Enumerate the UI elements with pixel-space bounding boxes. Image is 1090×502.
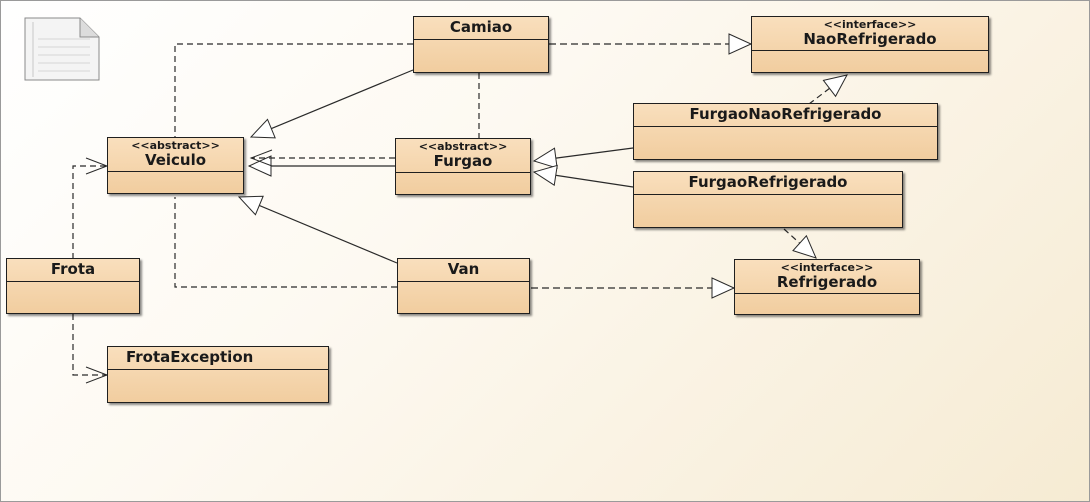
- class-furgaonaorefrigerado-header: FurgaoNaoRefrigerado: [634, 104, 937, 127]
- stereotype-label: <<abstract>>: [131, 139, 220, 152]
- stereotype-label: <<abstract>>: [418, 140, 508, 153]
- class-naorefrigerado[interactable]: <<interface>> NaoRefrigerado: [751, 16, 989, 73]
- class-furgaorefrigerado-name: FurgaoRefrigerado: [688, 173, 848, 191]
- class-frota[interactable]: Frota: [6, 258, 140, 314]
- class-furgaorefrigerado[interactable]: FurgaoRefrigerado: [633, 171, 903, 228]
- class-furgao[interactable]: <<abstract>> Furgao: [395, 138, 531, 195]
- class-veiculo-header: <<abstract>> Veiculo: [108, 138, 243, 172]
- class-frotaexception[interactable]: FrotaException: [107, 346, 329, 403]
- class-refrigerado-name: Refrigerado: [776, 273, 878, 291]
- realization-fr-refrigerado: [783, 228, 817, 259]
- class-van[interactable]: Van: [397, 258, 530, 314]
- class-camiao[interactable]: Camiao: [413, 16, 549, 73]
- generalization-fr-furgao: [532, 164, 634, 188]
- class-refrigerado-header: <<interface>> Refrigerado: [735, 260, 919, 294]
- class-furgaonaorefrigerado-name: FurgaoNaoRefrigerado: [689, 105, 882, 123]
- class-frotaexception-name: FrotaException: [126, 348, 254, 366]
- class-furgaorefrigerado-header: FurgaoRefrigerado: [634, 172, 902, 195]
- class-furgaonaorefrigerado[interactable]: FurgaoNaoRefrigerado: [633, 103, 938, 160]
- generalization-camiao-veiculo: [249, 69, 414, 139]
- stereotype-label: <<interface>>: [823, 18, 917, 31]
- document-icon: [24, 17, 100, 81]
- generalization-fnr-furgao: [532, 147, 634, 169]
- class-van-header: Van: [398, 259, 529, 282]
- class-furgao-header: <<abstract>> Furgao: [396, 139, 530, 173]
- class-camiao-header: Camiao: [414, 17, 548, 40]
- dependency-frota-frotaexception: [72, 314, 109, 384]
- dependency-frota-veiculo: [72, 157, 109, 259]
- dependency-van-veiculo: [174, 197, 397, 288]
- dependency-camiao-veiculo: [174, 43, 413, 137]
- class-frota-name: Frota: [50, 260, 96, 278]
- stereotype-label: <<interface>>: [780, 261, 874, 274]
- class-camiao-name: Camiao: [449, 18, 513, 36]
- class-veiculo[interactable]: <<abstract>> Veiculo: [107, 137, 244, 194]
- class-veiculo-name: Veiculo: [144, 151, 207, 169]
- class-naorefrigerado-header: <<interface>> NaoRefrigerado: [752, 17, 988, 51]
- class-frota-header: Frota: [7, 259, 139, 282]
- generalization-van-veiculo: [237, 195, 398, 264]
- class-furgao-name: Furgao: [433, 152, 493, 170]
- class-naorefrigerado-name: NaoRefrigerado: [803, 30, 937, 48]
- class-refrigerado[interactable]: <<interface>> Refrigerado: [734, 259, 920, 315]
- class-van-name: Van: [447, 260, 480, 278]
- class-frotaexception-header: FrotaException: [108, 347, 328, 370]
- realization-fnr-naorefrigerado: [808, 74, 848, 105]
